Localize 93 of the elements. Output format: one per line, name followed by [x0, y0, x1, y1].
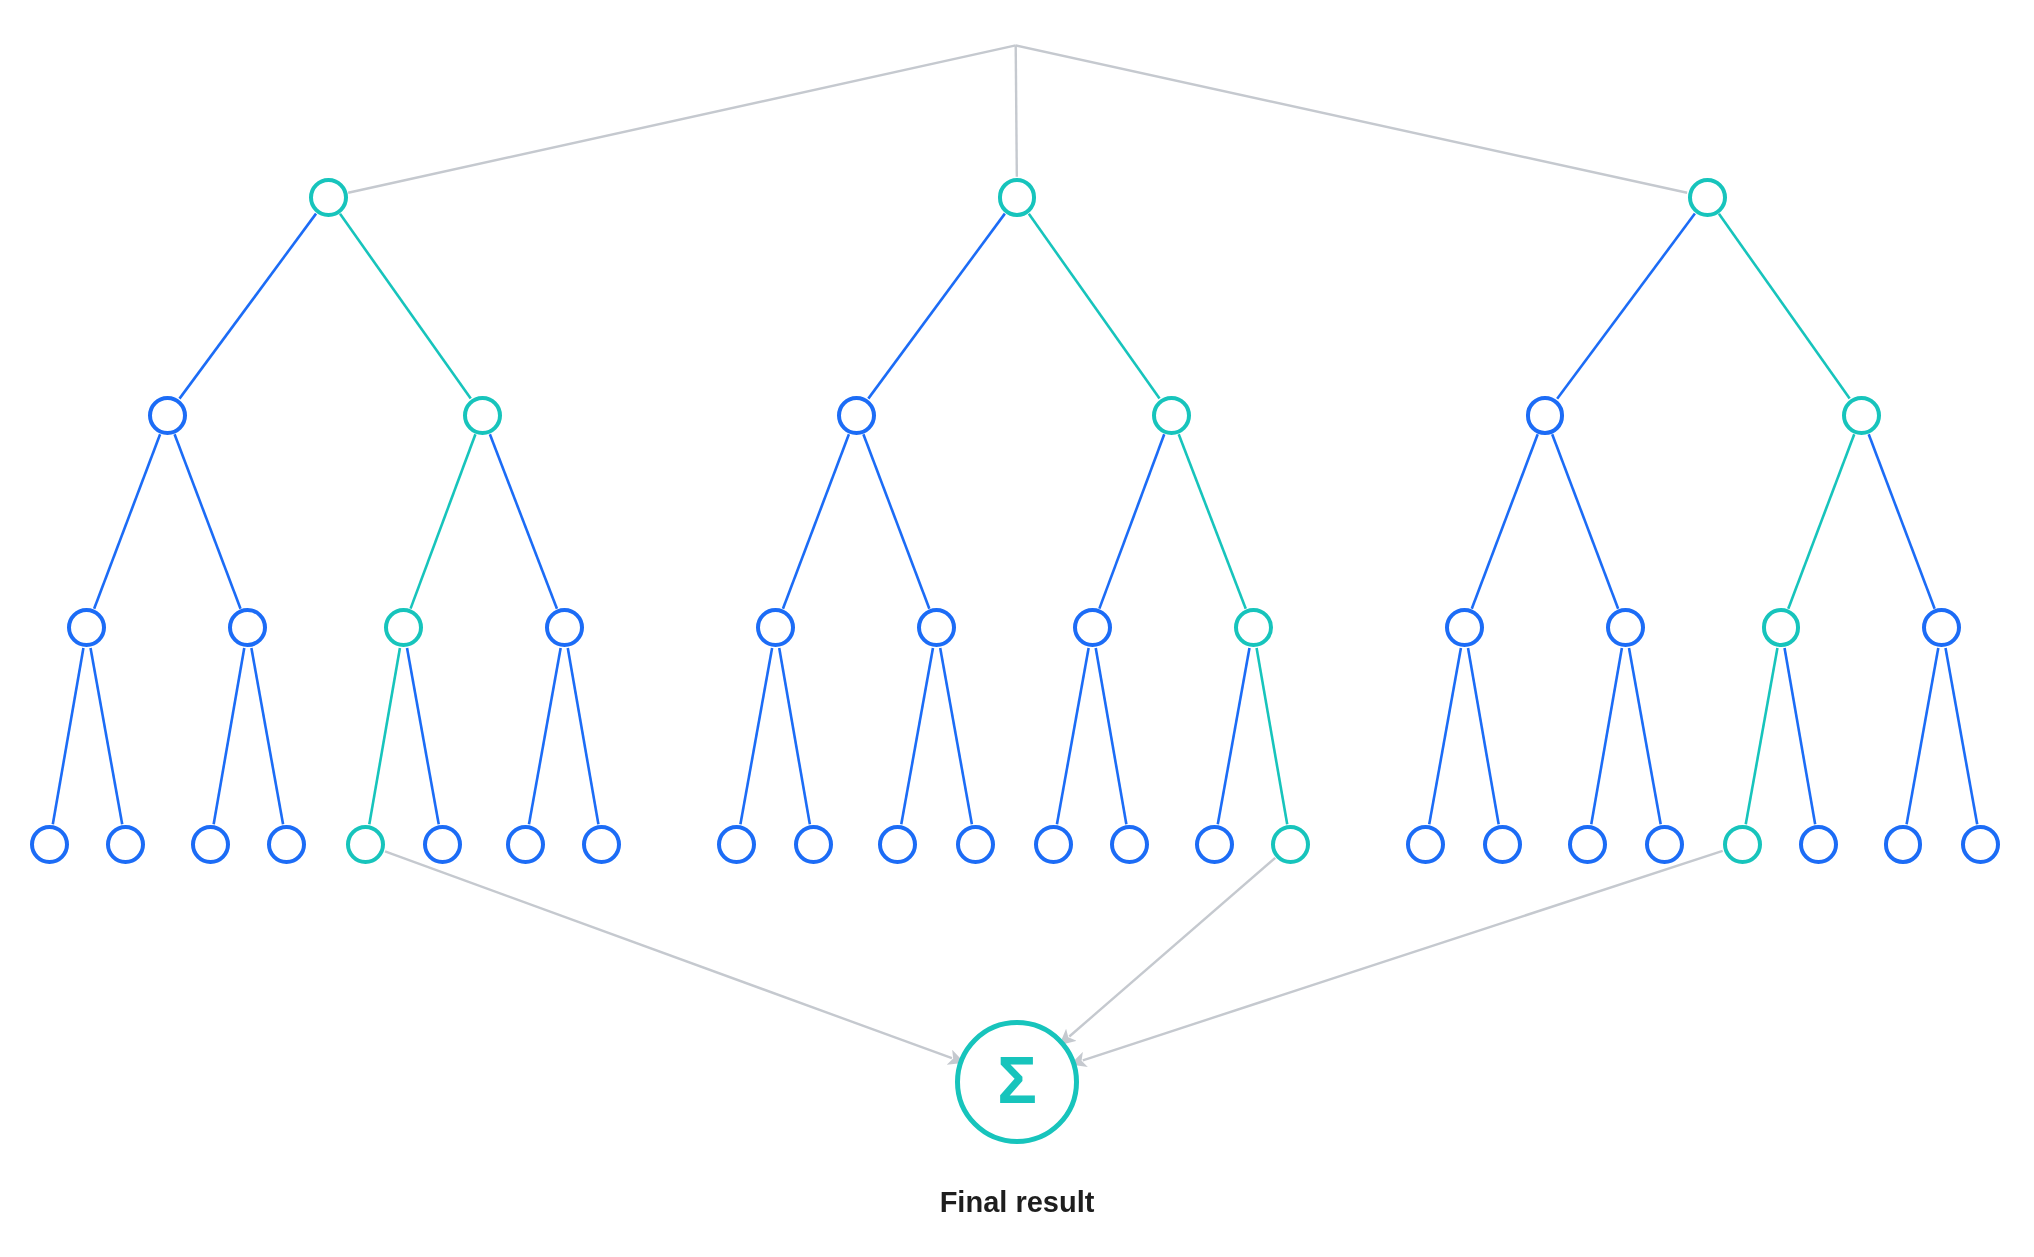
- connector-line: [1014, 45, 1019, 177]
- connector-line: [1783, 647, 1817, 825]
- tree-node-circle: [383, 608, 423, 648]
- tree-node-circle: [463, 395, 502, 435]
- connector-line: [1466, 647, 1500, 825]
- connector-line: [338, 213, 472, 400]
- tree-node-circle: [1761, 608, 1801, 648]
- tree-node-circle: [1151, 395, 1191, 435]
- connector-line: [1556, 212, 1696, 400]
- tree-node-circle: [1883, 825, 1923, 864]
- node-caption: Final result: [939, 1186, 1095, 1220]
- tree-node-circle: [1961, 825, 2001, 864]
- connector-line: [51, 647, 85, 825]
- connector-line: [92, 433, 162, 610]
- tree-node-circle: [505, 825, 545, 864]
- connector-line: [89, 647, 124, 825]
- tree-node-circle: [878, 825, 918, 864]
- connector-line: [1055, 647, 1090, 825]
- connector-line: [1867, 433, 1936, 610]
- tree-node-circle: [717, 825, 757, 864]
- tree-node-circle: [1687, 177, 1727, 217]
- tree-node-circle: [756, 608, 796, 648]
- tree-node-circle: [1722, 825, 1762, 864]
- tree-node-circle: [997, 177, 1037, 217]
- connector-line: [527, 647, 562, 825]
- connector-line: [1944, 647, 1979, 825]
- connector-line: [1177, 433, 1247, 610]
- connector-line: [178, 212, 318, 400]
- arrow: [1059, 856, 1277, 1046]
- connector-line: [1550, 433, 1620, 610]
- connector-line: [347, 44, 1016, 194]
- connector-line: [781, 433, 851, 610]
- tree-node-circle: [582, 825, 622, 864]
- connector-line: [212, 647, 246, 825]
- tree-node-circle: [1033, 825, 1073, 864]
- tree-node-circle: [1194, 825, 1234, 864]
- connector-line: [409, 433, 477, 610]
- tree-node-circle: [1482, 825, 1522, 864]
- tree-node-circle: [1922, 608, 1962, 648]
- connector-line: [862, 433, 931, 610]
- connector-line: [1470, 433, 1539, 610]
- tree-node-circle: [1799, 825, 1839, 864]
- tree-node-circle: [422, 825, 462, 864]
- connector-line: [250, 647, 285, 825]
- tree-node-circle: [544, 608, 584, 648]
- connector-line: [1216, 647, 1251, 825]
- tree-node-circle: [267, 825, 307, 864]
- tree-node-circle: [1605, 608, 1645, 648]
- tree-node-circle: [1110, 825, 1150, 864]
- tree-node-circle: [956, 825, 995, 864]
- connector-line: [488, 433, 559, 610]
- tree-node-circle: [917, 608, 956, 648]
- connector-line: [405, 647, 440, 825]
- tree-node-circle: [67, 608, 107, 648]
- connector-line: [368, 647, 402, 825]
- connector-line: [1787, 433, 1856, 610]
- connector-line: [1905, 647, 1940, 825]
- tree-node-circle: [1406, 825, 1446, 864]
- tree-node-circle: [1233, 608, 1273, 648]
- tree-node-circle: [1644, 825, 1684, 864]
- connector-line: [1627, 647, 1662, 825]
- connector-line: [1015, 44, 1688, 194]
- tree-node-circle: [1271, 825, 1311, 864]
- connector-line: [739, 647, 774, 825]
- tree-node-circle: [793, 825, 833, 864]
- connector-line: [566, 647, 600, 825]
- tree-node-circle: [1568, 825, 1608, 864]
- tree-node-circle: [1072, 608, 1112, 648]
- tree-node-circle: [346, 825, 386, 864]
- connector-line: [1744, 647, 1779, 825]
- tree-node-circle: [147, 395, 187, 435]
- tree-node-circle: [308, 177, 348, 217]
- connector-line: [1027, 213, 1161, 400]
- tree-node-circle: [1842, 395, 1881, 435]
- tree-node-circle: [1525, 395, 1565, 435]
- connector-line: [173, 433, 242, 610]
- connector-line: [1094, 647, 1128, 825]
- connector-line: [777, 647, 812, 825]
- sigma-symbol: Σ: [997, 1046, 1037, 1113]
- connector-line: [938, 647, 974, 825]
- tree-node-circle: [228, 608, 268, 648]
- connector-line: [1717, 213, 1851, 400]
- tree-node-circle: [1445, 608, 1484, 648]
- tree-node-circle: [190, 825, 230, 864]
- connector-line: [867, 212, 1006, 400]
- tree-node-circle: [29, 825, 69, 864]
- tree-node-circle: [836, 395, 876, 435]
- connector-line: [1098, 433, 1166, 610]
- tree-node-circle: [106, 825, 146, 864]
- connector-line: [1255, 647, 1289, 825]
- connector-line: [1590, 647, 1624, 825]
- connector-line: [900, 647, 935, 825]
- connector-line: [1427, 647, 1463, 825]
